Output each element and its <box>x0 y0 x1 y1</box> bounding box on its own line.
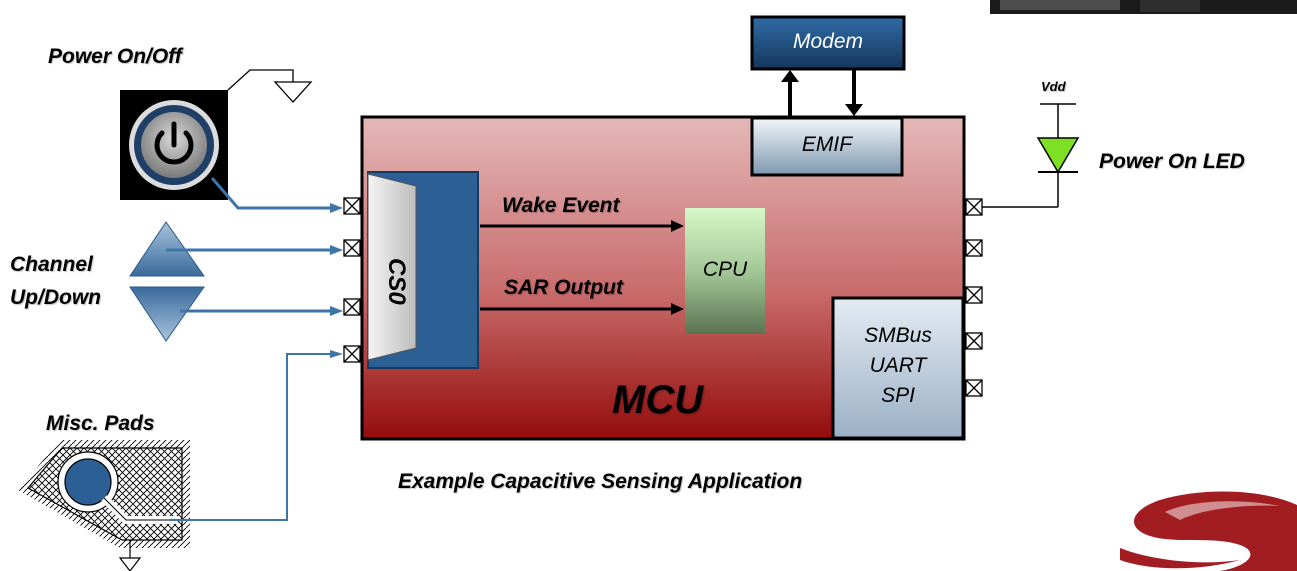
pin-r4 <box>965 332 983 350</box>
pin-l4 <box>343 345 361 363</box>
led-circuit <box>982 103 1080 208</box>
emif-label: EMIF <box>801 133 853 156</box>
power-on-off-label: Power On/Off <box>48 45 182 68</box>
pin-l1 <box>343 197 361 215</box>
uart-label: UART <box>869 354 927 377</box>
wake-event-label: Wake Event <box>502 194 620 217</box>
power-button-icon <box>120 90 228 200</box>
power-wire-arrowhead <box>330 203 343 213</box>
left-pins <box>343 197 361 363</box>
cpu-label: CPU <box>702 258 748 281</box>
wake-arrowhead <box>671 220 684 232</box>
power-ground-icon <box>227 69 313 103</box>
pin-l2 <box>343 239 361 257</box>
misc-pads-icon <box>18 440 190 571</box>
cpu-block <box>685 208 765 334</box>
pin-r2 <box>965 239 983 257</box>
led-icon <box>1036 137 1080 174</box>
power-wire <box>210 177 336 210</box>
vdd-label: Vdd <box>1041 79 1066 94</box>
pin-r1 <box>965 198 983 216</box>
mux-shape <box>367 173 417 361</box>
up-arrowhead <box>781 70 799 82</box>
power-on-led-label: Power On LED <box>1099 150 1245 173</box>
down-arrowhead <box>845 104 863 116</box>
logo-icon <box>1120 491 1297 571</box>
misc-pads-wire <box>170 353 336 521</box>
pin-r5 <box>965 379 983 397</box>
right-pins <box>965 198 983 397</box>
sar-arrowhead <box>671 303 684 315</box>
pin-r3 <box>965 286 983 304</box>
up-down-label: Up/Down <box>10 286 101 309</box>
smbus-label: SMBus <box>864 324 932 347</box>
corner-photo <box>990 0 1297 14</box>
channel-down-arrowhead <box>330 306 343 316</box>
cs0-label: CS0 <box>383 258 410 305</box>
serial-block <box>831 296 965 440</box>
pin-l3 <box>343 298 361 316</box>
channel-label: Channel <box>10 253 93 276</box>
modem-block <box>750 15 906 71</box>
mcu-label: MCU <box>612 378 704 422</box>
misc-wire-arrowhead <box>330 350 343 358</box>
misc-pads-label: Misc. Pads <box>46 412 155 435</box>
sar-output-label: SAR Output <box>504 276 623 299</box>
emif-block <box>750 116 904 177</box>
spi-label: SPI <box>881 384 915 407</box>
channel-up-arrowhead <box>330 245 343 255</box>
caption-label: Example Capacitive Sensing Application <box>398 470 803 493</box>
modem-label: Modem <box>792 30 864 53</box>
channel-down-icon <box>129 286 205 342</box>
